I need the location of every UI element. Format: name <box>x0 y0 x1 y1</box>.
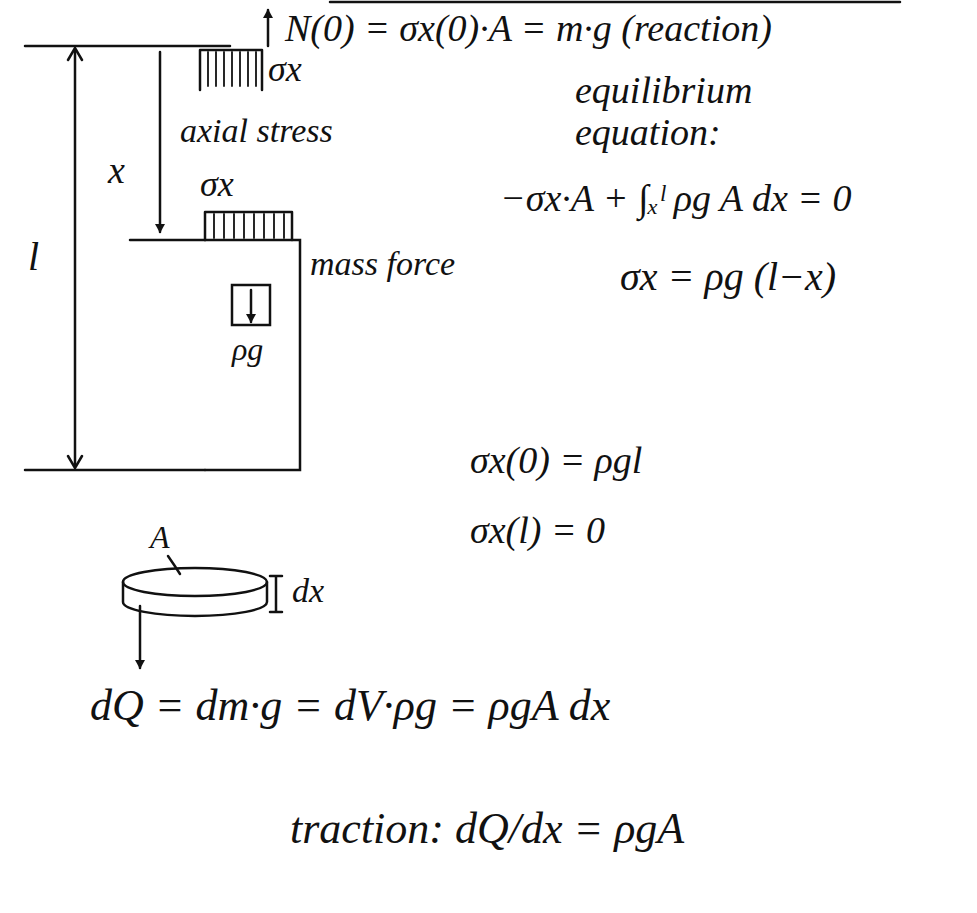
weight-equation: dQ = dm·g = dV·ρg = ρgA dx <box>90 682 610 730</box>
length-label: l <box>28 235 39 279</box>
equilibrium-equation: −σx·A + ∫ₓˡ ρg A dx = 0 <box>500 178 851 220</box>
coordinate-label: x <box>108 150 125 192</box>
stress-symbol: σx <box>200 165 234 205</box>
density-gravity: ρg <box>232 332 263 367</box>
bar-segment <box>205 240 300 470</box>
force-note: mass force <box>310 245 455 282</box>
top-line <box>330 1 900 4</box>
boundary-value: σx(l) = 0 <box>470 510 605 552</box>
mass-force-arrow <box>250 290 253 322</box>
weight-arrow <box>139 606 142 668</box>
dimension-arrows <box>68 48 82 468</box>
stress-note: axial stress <box>180 112 333 149</box>
disk-element <box>123 568 267 616</box>
stress-formula: σx = ρg (l−x) <box>620 255 836 299</box>
mass-force-icon <box>232 285 270 325</box>
thickness-dimension <box>270 576 282 612</box>
length-dimension <box>74 50 77 466</box>
area-label: A <box>150 520 170 555</box>
leader-line <box>168 556 180 574</box>
stress-symbol: σx <box>268 50 302 90</box>
bottom-face-line <box>25 469 205 472</box>
traction-equation: traction: dQ/dx = ρgA <box>290 805 684 853</box>
x-dimension <box>159 52 162 232</box>
top-face-line <box>25 45 230 48</box>
reaction-arrow <box>267 10 270 46</box>
boundary-value: σx(0) = ρgl <box>470 440 642 482</box>
section-line <box>130 239 205 242</box>
reaction-equation: N(0) = σx(0)·A = m·g (reaction) <box>285 8 772 50</box>
thickness-label: dx <box>292 572 324 609</box>
heading-note: equilibrium equation: <box>575 70 815 154</box>
stress-hatch <box>205 212 292 240</box>
stress-hatch <box>200 50 262 90</box>
